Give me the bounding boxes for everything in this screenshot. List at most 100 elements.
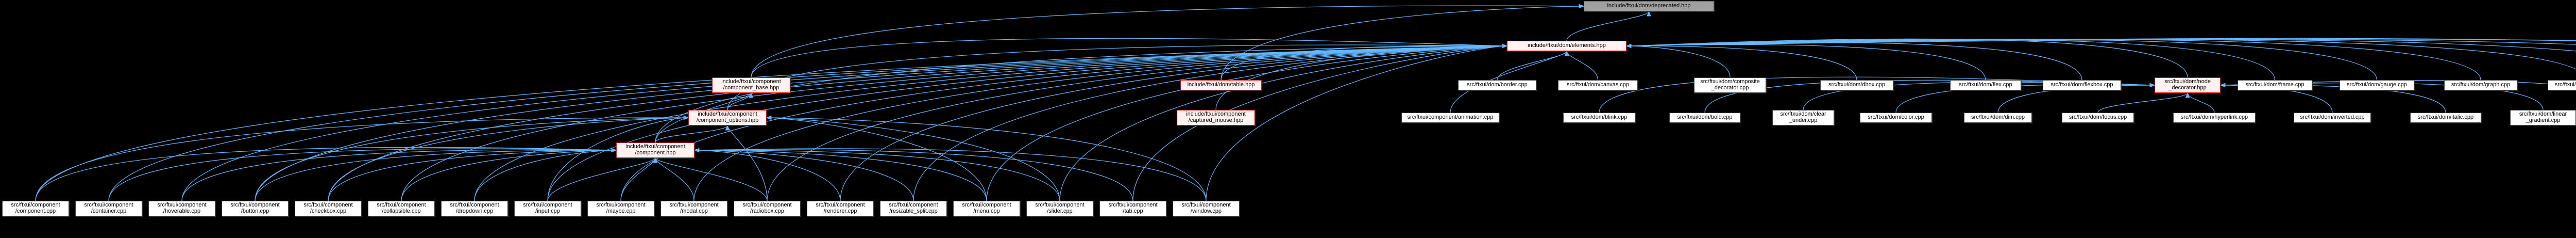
graph-node-label: src/ftxui/component /renderer.cpp — [816, 202, 865, 214]
graph-node[interactable]: src/ftxui/dom/hyperlink.cpp — [2173, 113, 2256, 123]
graph-edge — [1564, 50, 1599, 81]
graph-edge — [108, 148, 617, 201]
graph-node[interactable]: src/ftxui/dom/focus.cpp — [2062, 113, 2134, 123]
graph-node-label: src/ftxui/component /modal.cpp — [669, 202, 719, 214]
graph-node-label: include/ftxui/component /component.hpp — [625, 144, 685, 156]
graph-node-label: src/ftxui/dom/focus.cpp — [2069, 114, 2127, 121]
graph-edge — [655, 124, 730, 143]
graph-node[interactable]: src/ftxui/component /resizable_split.cpp — [880, 201, 947, 216]
graph-node[interactable]: src/ftxui/component /dropdown.cpp — [441, 201, 508, 216]
graph-edge — [255, 115, 689, 201]
graph-node-label: include/ftxui/component /component_base.… — [721, 78, 781, 91]
graph-node[interactable]: src/ftxui/component /hoverable.cpp — [148, 201, 215, 216]
graph-edge — [693, 148, 987, 201]
graph-edge — [913, 43, 1508, 201]
graph-node[interactable]: src/ftxui/component /maybe.cpp — [587, 201, 654, 216]
graph-node[interactable]: src/ftxui/dom/flex.cpp — [1950, 80, 2021, 90]
graph-edge — [620, 157, 658, 201]
graph-node[interactable]: src/ftxui/dom/frame.cpp — [2238, 80, 2312, 90]
graph-node-label: src/ftxui/component /dropdown.cpp — [450, 202, 499, 214]
graph-edge — [1132, 43, 1508, 201]
graph-edge — [693, 148, 1207, 201]
graph-node[interactable]: src/ftxui/component /slider.cpp — [1026, 201, 1093, 216]
graph-node[interactable]: include/ftxui/component /component_optio… — [688, 110, 767, 125]
graph-node[interactable]: src/ftxui/dom/color.cpp — [1860, 113, 1932, 123]
graph-node[interactable]: src/ftxui/component /menu.cpp — [953, 201, 1020, 216]
graph-node[interactable]: src/ftxui/dom/blink.cpp — [1563, 113, 1635, 123]
graph-node-label: src/ftxui/dom/bold.cpp — [1677, 114, 1733, 121]
graph-node[interactable]: include/ftxui/dom/table.hpp — [1180, 80, 1262, 90]
graph-node-label: src/ftxui/component /checkbox.cpp — [303, 202, 353, 214]
graph-edge — [1625, 39, 2576, 49]
graph-node[interactable]: src/ftxui/component /renderer.cpp — [807, 201, 874, 216]
graph-node-label: src/ftxui/component /component.cpp — [11, 202, 60, 214]
graph-edge — [1625, 43, 1986, 81]
graph-node[interactable]: src/ftxui/dom/gridbox.cpp — [2548, 80, 2576, 90]
graph-node[interactable]: src/ftxui/component /input.cpp — [514, 201, 581, 216]
graph-node[interactable]: src/ftxui/dom/node _decorator.hpp — [2155, 77, 2221, 93]
graph-edge — [35, 115, 689, 201]
graph-node-label: src/ftxui/dom/border.cpp — [1467, 82, 1528, 88]
graph-node-label: include/ftxui/dom/elements.hpp — [1528, 42, 1606, 49]
graph-node[interactable]: src/ftxui/component /radiobox.cpp — [734, 201, 801, 216]
graph-node[interactable]: src/ftxui/component /checkbox.cpp — [295, 201, 362, 216]
graph-node[interactable]: src/ftxui/dom/graph.cpp — [2444, 80, 2517, 90]
graph-edge — [1497, 50, 1569, 81]
graph-edge — [1625, 39, 2576, 52]
graph-edge — [1625, 39, 2276, 81]
graph-edge — [328, 148, 617, 201]
graph-node-label: include/ftxui/dom/table.hpp — [1187, 82, 1255, 88]
graph-node[interactable]: src/ftxui/component /collapsible.cpp — [368, 201, 435, 216]
graph-edge — [1625, 43, 1731, 78]
graph-node[interactable]: include/ftxui/component /component_base.… — [712, 77, 790, 93]
graph-edge — [766, 115, 987, 201]
graph-node[interactable]: src/ftxui/component /component.cpp — [2, 201, 69, 216]
graph-edge — [1625, 39, 2576, 49]
graph-node-label: src/ftxui/dom/canvas.cpp — [1566, 82, 1630, 88]
graph-node[interactable]: src/ftxui/dom/canvas.cpp — [1558, 80, 1638, 90]
graph-node-label: include/ftxui/dom/deprecated.hpp — [1607, 3, 1691, 9]
graph-edge — [1566, 10, 1651, 41]
graph-node[interactable]: src/ftxui/dom/dbox.cpp — [1820, 80, 1893, 90]
graph-node[interactable]: src/ftxui/dom/border.cpp — [1458, 80, 1536, 90]
graph-node[interactable]: include/ftxui/component /captured_mouse.… — [1177, 110, 1255, 125]
graph-node-label: include/ftxui/component /captured_mouse.… — [1186, 111, 1246, 123]
graph-node[interactable]: include/ftxui/dom/deprecated.hpp — [1584, 1, 1714, 11]
graph-node[interactable]: src/ftxui/dom/italic.cpp — [2410, 113, 2481, 123]
graph-edge — [1059, 43, 1508, 201]
graph-node[interactable]: src/ftxui/component /tab.cpp — [1099, 201, 1166, 216]
graph-node[interactable]: src/ftxui/dom/gauge.cpp — [2340, 80, 2414, 90]
graph-edge — [693, 148, 1060, 201]
graph-edge — [474, 148, 617, 201]
graph-node[interactable]: src/ftxui/component/animation.cpp — [1401, 113, 1499, 123]
graph-node[interactable]: src/ftxui/component /window.cpp — [1173, 201, 1240, 216]
graph-node-label: src/ftxui/dom/linear _gradient.cpp — [2519, 111, 2567, 123]
graph-node[interactable]: src/ftxui/dom/composite _decorator.cpp — [1694, 77, 1766, 93]
graph-edge — [35, 43, 1508, 201]
graph-node-label: src/ftxui/dom/inverted.cpp — [2300, 114, 2365, 121]
graph-node[interactable]: include/ftxui/component /component.hpp — [616, 142, 694, 158]
graph-node[interactable]: src/ftxui/dom/inverted.cpp — [2294, 113, 2371, 123]
graph-node-label: src/ftxui/dom/blink.cpp — [1571, 114, 1628, 121]
graph-edge — [653, 157, 768, 201]
graph-node-label: src/ftxui/component /collapsible.cpp — [377, 202, 426, 214]
graph-node[interactable]: src/ftxui/dom/linear _gradient.cpp — [2510, 110, 2576, 125]
graph-node[interactable]: src/ftxui/dom/clear _under.cpp — [1772, 110, 1834, 125]
graph-node-label: src/ftxui/component /window.cpp — [1181, 202, 1231, 214]
graph-node-label: src/ftxui/dom/composite _decorator.cpp — [1700, 78, 1760, 91]
graph-node[interactable]: src/ftxui/dom/bold.cpp — [1669, 113, 1740, 123]
graph-node[interactable]: src/ftxui/component /container.cpp — [75, 201, 142, 216]
graph-edge — [1625, 39, 2378, 81]
graph-node-label: src/ftxui/component/animation.cpp — [1407, 114, 1494, 121]
graph-node[interactable]: src/ftxui/dom/flexbox.cpp — [2043, 80, 2121, 90]
graph-node[interactable]: src/ftxui/dom/dim.cpp — [1964, 113, 2032, 123]
graph-node[interactable]: src/ftxui/component /modal.cpp — [660, 201, 727, 216]
graph-node-label: src/ftxui/dom/hyperlink.cpp — [2180, 114, 2248, 121]
graph-node-label: src/ftxui/dom/gridbox.cpp — [2554, 82, 2576, 88]
graph-node-label: src/ftxui/dom/dim.cpp — [1971, 114, 2025, 121]
graph-node[interactable]: include/ftxui/dom/elements.hpp — [1507, 41, 1626, 51]
graph-node[interactable]: src/ftxui/component /button.cpp — [222, 201, 289, 216]
graph-edge — [693, 148, 841, 201]
